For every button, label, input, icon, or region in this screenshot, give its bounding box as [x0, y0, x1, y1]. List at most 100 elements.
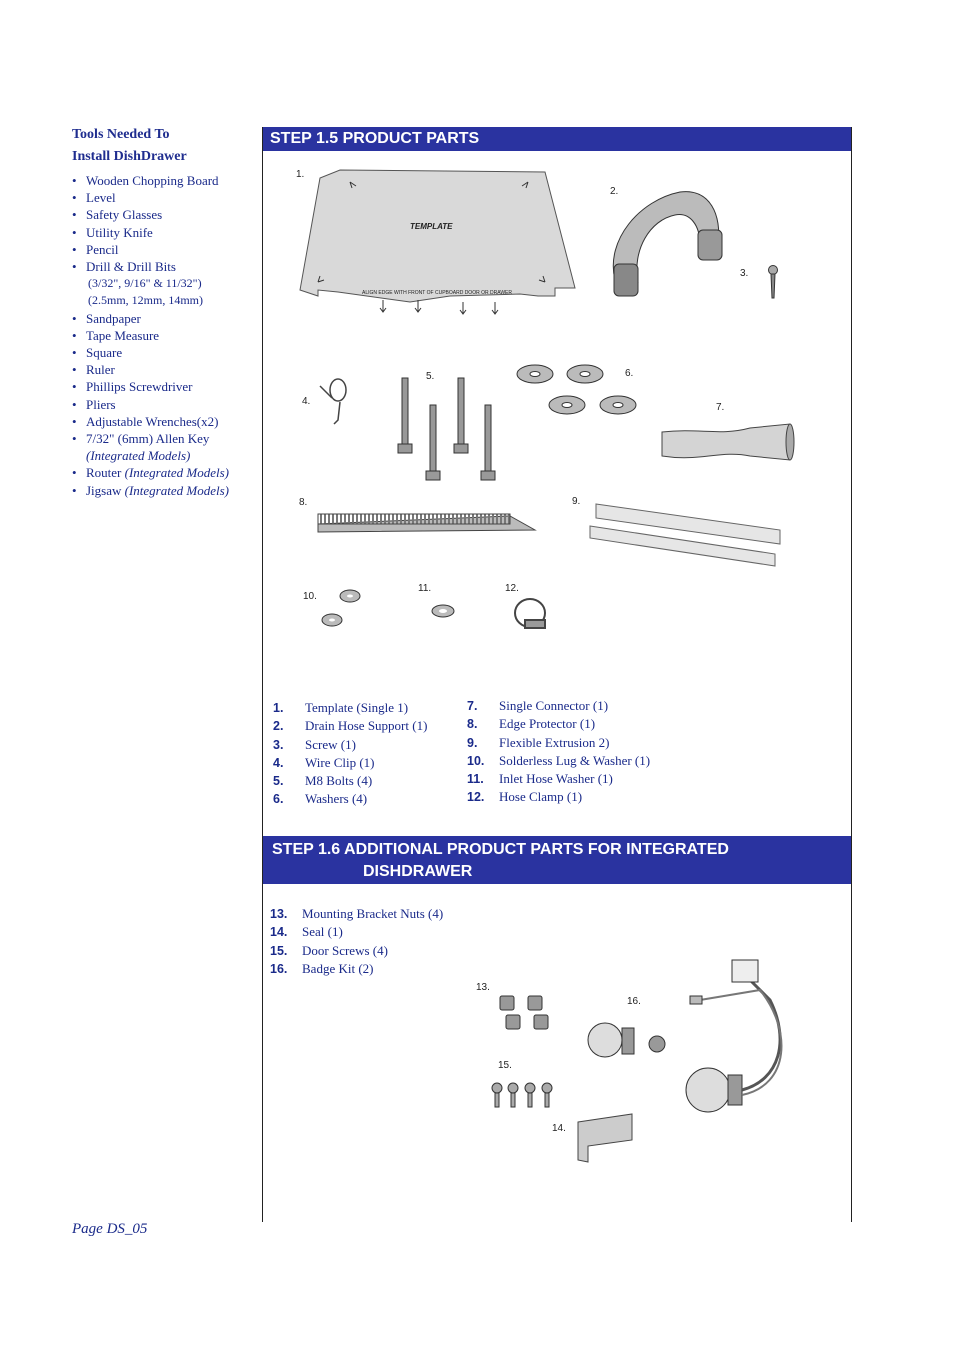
part-row: 16. Badge Kit (2) [270, 960, 443, 978]
fig-label-11: 11. [418, 583, 432, 594]
page-number: Page DS_05 [72, 1221, 148, 1237]
fig-label-3: 3. [740, 268, 749, 279]
part-name: Template (Single 1) [305, 700, 409, 715]
tool-item: Pencil [72, 241, 257, 258]
part-number: 1. [273, 701, 284, 715]
fig-label-9: 9. [572, 496, 581, 507]
part-number: 2. [273, 719, 284, 734]
part-number: 7. [467, 699, 478, 713]
mounting-bracket-nuts-illustration [499, 995, 549, 1030]
fig-label-12: 12. [505, 583, 519, 594]
tool-item: Phillips Screwdriver [72, 378, 257, 395]
part-name: Inlet Hose Washer (1) [499, 771, 613, 787]
router-label: Router [86, 465, 122, 481]
door-screws-illustration [491, 1082, 553, 1108]
edge-protector-illustration [317, 513, 537, 533]
part-number: 11. [467, 772, 484, 787]
fig-label-4: 4. [302, 396, 311, 407]
frame-right-line [851, 127, 852, 1222]
part-number: 15. [270, 943, 288, 958]
part-number: 3. [273, 737, 284, 752]
part-row: 8.Edge Protector (1) [467, 715, 650, 733]
step-1-6-title-line2: DISHDRAWER [363, 863, 473, 880]
template-align-text: ALIGN EDGE WITH FRONT OF CUPBOARD DOOR O… [362, 290, 512, 296]
wire-clip-illustration [319, 378, 347, 425]
part-name: Wire Clip (1) [305, 754, 375, 770]
part-name: Door Screws (4) [302, 942, 388, 958]
part-row: 12.Hose Clamp (1) [467, 788, 650, 806]
allen-key-label: 7/32" (6mm) Allen Key [86, 431, 210, 447]
part-name: Flexible Extrusion 2) [499, 734, 610, 750]
fig-label-1: 1. [296, 169, 305, 180]
part-row: 9.Flexible Extrusion 2) [467, 734, 650, 752]
drill-sizes-mm: (2.5mm, 12mm, 14mm) [88, 293, 203, 308]
tool-item: Drill & Drill Bits [72, 258, 257, 275]
tool-item: Sandpaper [72, 310, 257, 327]
part-row: 1. Template (Single 1) [273, 699, 427, 717]
part-row: 3. Screw (1) [273, 736, 427, 754]
fig-label-8: 8. [299, 497, 308, 508]
part-number: 8. [467, 717, 478, 732]
part-name: Drain Hose Support (1) [305, 718, 428, 734]
drain-hose-support-illustration [612, 191, 723, 297]
tool-item: Safety Glasses [72, 206, 257, 223]
part-name: Screw (1) [305, 736, 356, 752]
tool-item: Tape Measure [72, 327, 257, 344]
fig-label-13: 13. [476, 982, 490, 993]
frame-left-line [262, 127, 263, 1222]
part-row: 14. Seal (1) [270, 923, 443, 941]
inlet-hose-washer-illustration [431, 604, 455, 618]
fig-label-6: 6. [625, 368, 634, 379]
seal-illustration [577, 1113, 633, 1163]
step-1-6-title-line1: STEP 1.6 ADDITIONAL PRODUCT PARTS FOR IN… [272, 841, 729, 858]
tool-item-jigsaw: Jigsaw (Integrated Models) [72, 482, 257, 499]
flexible-extrusion-illustration [589, 503, 781, 567]
part-name: Mounting Bracket Nuts (4) [302, 906, 444, 921]
part-row: 11. Inlet Hose Washer (1) [467, 770, 650, 788]
part-name: M8 Bolts (4) [305, 773, 373, 789]
drill-sizes: (3/32", 9/16" & 11/32") [88, 276, 202, 291]
fig-label-2: 2. [610, 186, 619, 197]
screw-illustration [768, 265, 778, 299]
part-number: 6. [273, 792, 284, 807]
integrated-note: (Integrated Models) [124, 482, 229, 498]
part-row: 15. Door Screws (4) [270, 942, 443, 960]
tool-item: Wooden Chopping Board [72, 172, 257, 189]
tool-item: Ruler [72, 361, 257, 378]
fig-label-7: 7. [716, 402, 725, 413]
part-row: 7.Single Connector (1) [467, 697, 650, 715]
part-number: 16. [270, 961, 288, 976]
part-name: Badge Kit (2) [302, 960, 374, 976]
part-number: 13. [270, 907, 288, 921]
part-number: 4. [273, 755, 284, 770]
template-label: TEMPLATE [410, 222, 453, 231]
part-row: 5. M8 Bolts (4) [273, 772, 427, 790]
fig-label-14: 14. [552, 1123, 566, 1134]
part-row: 2. Drain Hose Support (1) [273, 717, 427, 735]
parts-list-integrated: 13. Mounting Bracket Nuts (4) 14. Seal (1)… [270, 905, 443, 978]
part-row: 4. Wire Clip (1) [273, 754, 427, 772]
step-1-6-header: STEP 1.6 ADDITIONAL PRODUCT PARTS FOR IN… [262, 836, 852, 884]
part-row: 10. Solderless Lug & Washer (1) [467, 752, 650, 770]
template-illustration: TEMPLATE ALIGN EDGE WITH FRONT OF CUPBOA… [299, 169, 576, 315]
parts-list-left: 1. Template (Single 1) 2. Drain Hose Suppo… [273, 699, 427, 809]
part-number: 14. [270, 925, 288, 940]
fig-label-16: 16. [627, 996, 641, 1007]
tool-item: Adjustable Wrenches(x2) [72, 413, 257, 430]
tool-item: Utility Knife [72, 224, 257, 241]
part-number: 5. [273, 774, 284, 789]
part-name: Seal (1) [302, 924, 343, 940]
parts-list-right: 7.Single Connector (1) 8.Edge Protector … [467, 697, 650, 807]
part-name: Solderless Lug & Washer (1) [499, 752, 651, 768]
tools-title-line2: Install DishDrawer [72, 149, 187, 164]
fig-label-15: 15. [498, 1060, 512, 1071]
integrated-note: (Integrated Models) [86, 448, 191, 464]
jigsaw-label: Jigsaw [86, 482, 122, 498]
part-name: Washers (4) [305, 791, 368, 807]
part-row: 13. Mounting Bracket Nuts (4) [270, 905, 443, 923]
tool-item: Pliers [72, 396, 257, 413]
part-number: 10. [467, 753, 485, 768]
tools-title: Tools Needed To Install DishDrawer [72, 124, 257, 168]
step-1-5-header: STEP 1.5 PRODUCT PARTS [262, 127, 852, 151]
